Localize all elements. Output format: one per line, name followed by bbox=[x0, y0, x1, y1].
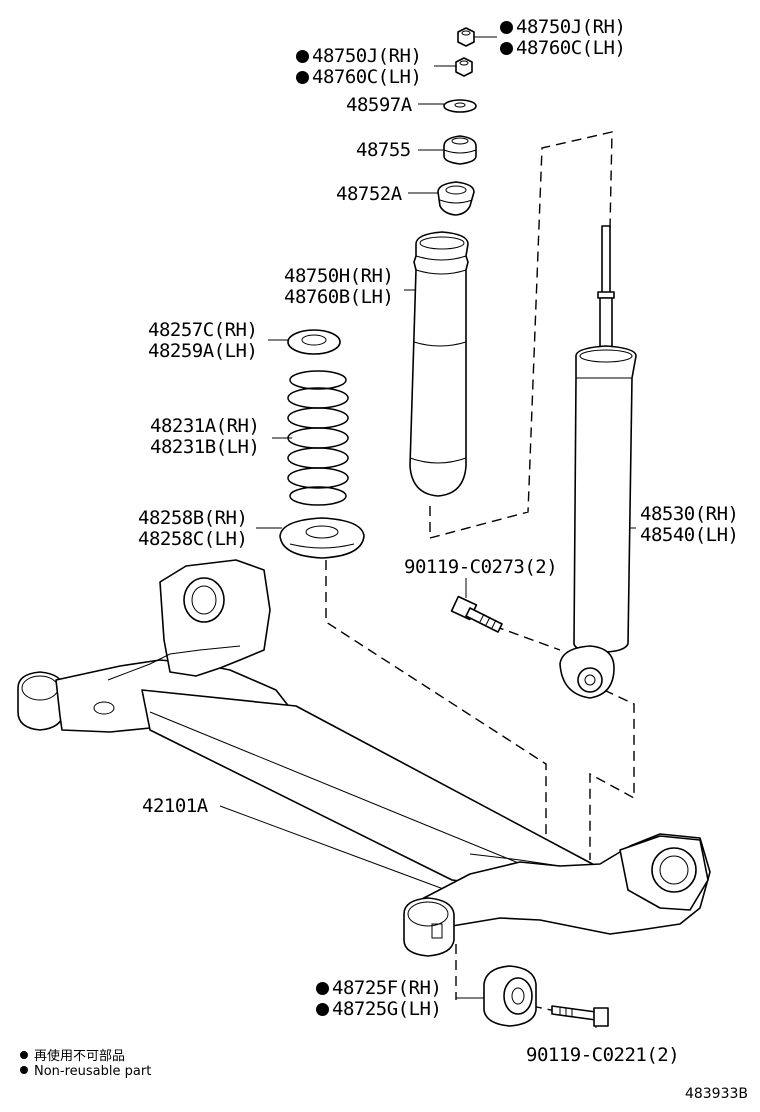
non-reusable-dot-icon bbox=[20, 1066, 28, 1074]
diagram-reference-id: 483933B bbox=[684, 1086, 748, 1102]
label-bushing-rh: 48725F(RH) bbox=[332, 977, 442, 999]
legend-line-jp: 再使用不可部品 bbox=[20, 1045, 125, 1064]
legend-text-jp: 再使用不可部品 bbox=[34, 1049, 126, 1064]
label-bushing-bolt: 90119-C0221(2) bbox=[526, 1044, 680, 1066]
bushing bbox=[483, 965, 537, 1027]
shock-absorber bbox=[559, 225, 637, 699]
label-bushing: 48725F(RH) bbox=[316, 977, 442, 999]
non-reusable-dot-icon bbox=[296, 71, 309, 84]
label-washer: 48597A bbox=[346, 94, 412, 116]
label-upper-spring-seat-rh: 48257C(RH) bbox=[148, 319, 258, 341]
washer bbox=[443, 99, 477, 113]
label-bump-boot-lh: 48760B(LH) bbox=[284, 286, 394, 308]
non-reusable-dot-icon bbox=[20, 1051, 28, 1059]
label-nut-top-rh: 48750J(RH) bbox=[516, 16, 626, 38]
lower-spring-seat bbox=[279, 517, 365, 559]
legend-text-en: Non-reusable part bbox=[34, 1064, 152, 1079]
legend-line-en: Non-reusable part bbox=[20, 1064, 151, 1079]
label-cushion: 48755 bbox=[356, 139, 411, 161]
label-nut-second: 48750J(RH) bbox=[296, 45, 422, 67]
label-bushing-lh-row: 48725G(LH) bbox=[316, 998, 442, 1020]
label-shock-absorber-lh: 48540(LH) bbox=[640, 524, 739, 546]
label-axle-beam: 42101A bbox=[142, 795, 208, 817]
bump-boot bbox=[409, 231, 469, 497]
non-reusable-dot-icon bbox=[316, 1003, 329, 1016]
label-nut-top-lh: 48760C(LH) bbox=[516, 37, 626, 59]
label-upper-insulator: 48752A bbox=[336, 183, 402, 205]
nut-top bbox=[457, 27, 475, 47]
non-reusable-dot-icon bbox=[500, 21, 513, 34]
label-nut-top: 48750J(RH) bbox=[500, 16, 626, 38]
label-lower-spring-seat-lh: 48258C(LH) bbox=[138, 528, 248, 550]
nut-second bbox=[455, 57, 473, 77]
non-reusable-dot-icon bbox=[316, 982, 329, 995]
label-bushing-lh: 48725G(LH) bbox=[332, 998, 442, 1020]
non-reusable-dot-icon bbox=[296, 50, 309, 63]
upper-insulator bbox=[437, 181, 475, 216]
bushing-bolt bbox=[551, 1005, 609, 1027]
label-bump-boot-rh: 48750H(RH) bbox=[284, 265, 394, 287]
coil-spring bbox=[287, 370, 349, 506]
label-shock-bolt: 90119-C0273(2) bbox=[404, 556, 558, 578]
axle-beam bbox=[17, 559, 711, 957]
label-coil-spring-lh: 48231B(LH) bbox=[150, 436, 260, 458]
label-nut-top-lh-row: 48760C(LH) bbox=[500, 37, 626, 59]
label-shock-absorber-rh: 48530(RH) bbox=[640, 503, 739, 525]
cushion bbox=[443, 135, 477, 165]
label-upper-spring-seat-lh: 48259A(LH) bbox=[148, 340, 258, 362]
label-coil-spring-rh: 48231A(RH) bbox=[150, 415, 260, 437]
shock-bolt bbox=[450, 595, 503, 633]
label-nut-second-rh: 48750J(RH) bbox=[312, 45, 422, 67]
label-lower-spring-seat-rh: 48258B(RH) bbox=[138, 507, 248, 529]
non-reusable-dot-icon bbox=[500, 42, 513, 55]
label-nut-second-lh: 48760C(LH) bbox=[312, 66, 422, 88]
upper-spring-seat bbox=[287, 329, 341, 355]
label-nut-second-lh-row: 48760C(LH) bbox=[296, 66, 422, 88]
